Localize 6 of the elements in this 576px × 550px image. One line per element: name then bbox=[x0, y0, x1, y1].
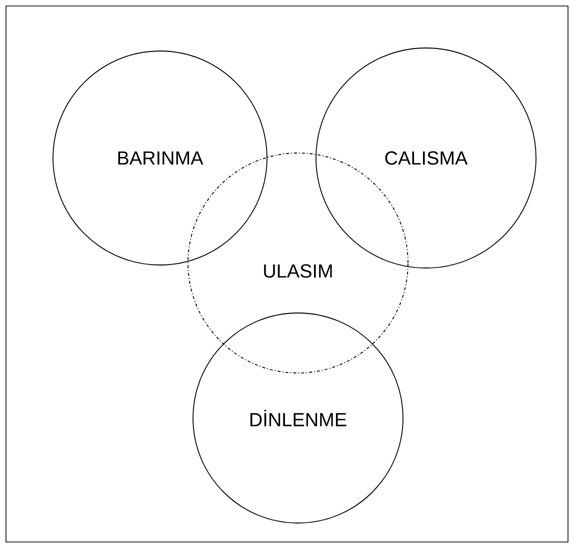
circle-label: CALISMA bbox=[385, 151, 468, 165]
circle bbox=[192, 312, 404, 524]
circle-label: BARINMA bbox=[118, 151, 204, 165]
circle-label: ULASIM bbox=[264, 264, 332, 278]
circle-label: DİNLENME bbox=[250, 410, 346, 426]
circle bbox=[52, 50, 268, 266]
